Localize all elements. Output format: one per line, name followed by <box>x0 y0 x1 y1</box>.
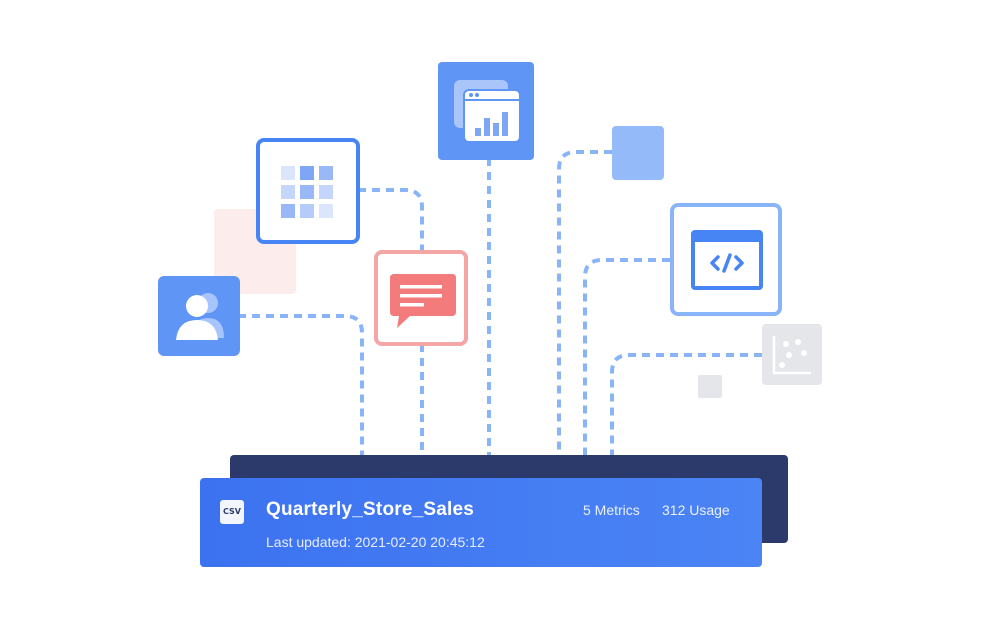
last-updated: Last updated: 2021-02-20 20:45:12 <box>266 534 485 550</box>
dataset-name[interactable]: Quarterly_Store_Sales <box>266 499 475 520</box>
code-window-tile <box>670 203 782 316</box>
usage-count: 312 Usage <box>662 502 730 518</box>
square-icon <box>612 126 664 180</box>
metrics-count: 5 Metrics <box>583 502 640 518</box>
message-icon <box>390 274 456 328</box>
scatter-plot-icon <box>772 336 811 375</box>
grid-icon <box>281 166 333 218</box>
scatter-plot-tile <box>762 324 822 385</box>
dataset-card[interactable]: CSV Quarterly_Store_Sales 5 Metrics 312 … <box>200 478 762 567</box>
dashboard-chart-icon <box>454 80 521 143</box>
connector-line <box>583 258 670 455</box>
connector-line <box>238 314 364 455</box>
code-window-icon <box>691 230 763 290</box>
grid-tile <box>256 138 360 244</box>
csv-file-icon: CSV <box>220 500 244 524</box>
users-icon <box>176 293 224 340</box>
dashboard-tile <box>438 62 534 160</box>
connector-line <box>358 188 424 250</box>
users-tile <box>158 276 240 356</box>
connector-line <box>557 150 612 455</box>
connector-line <box>610 353 762 455</box>
message-tile <box>374 250 468 346</box>
decorative-square <box>698 375 722 398</box>
